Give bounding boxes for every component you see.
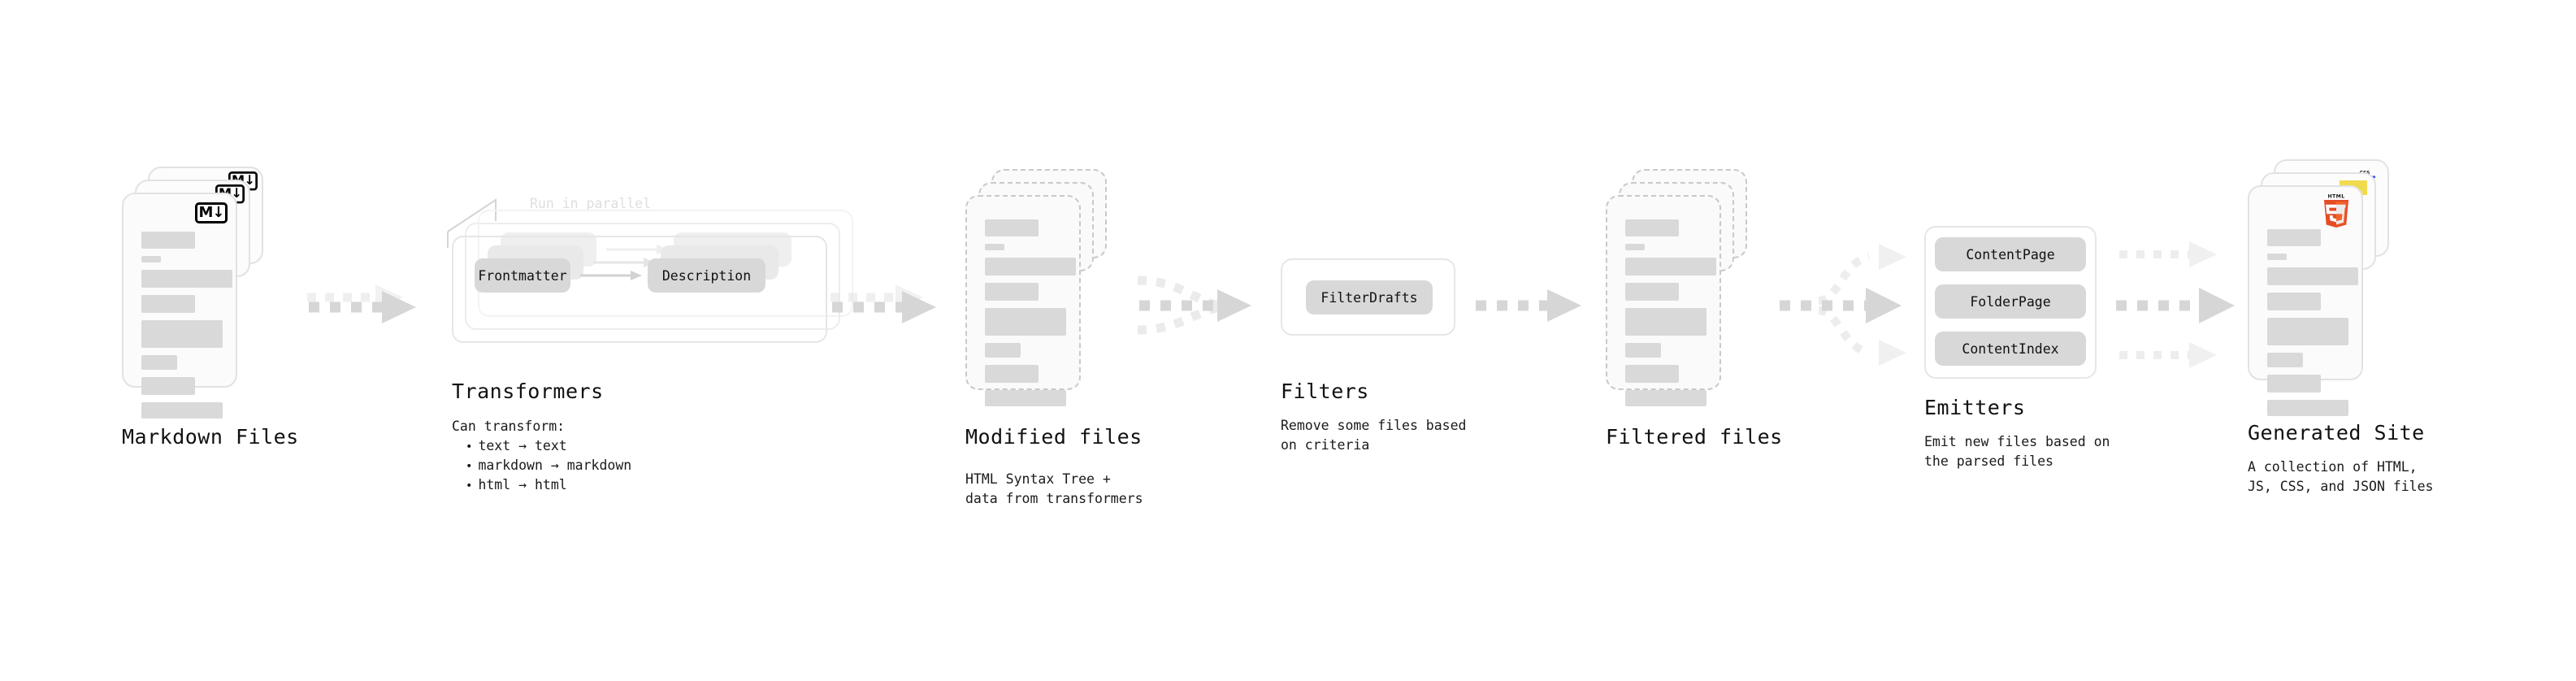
generated-site-description-line-0: A collection of HTML, [2248, 459, 2418, 475]
filtered-file-content-lines [1625, 219, 1716, 414]
markdown-file-content-lines [141, 232, 232, 426]
emitters-description: Emit new files based on the parsed files [1924, 432, 2110, 471]
transformers-description-intro: Can transform: [452, 419, 566, 434]
markdown-files-title: Markdown Files [122, 425, 299, 449]
emitter-pill-folderpage[interactable]: FolderPage [1935, 284, 2086, 319]
filtered-file-sheet-front [1606, 195, 1721, 406]
run-in-parallel-label: Run in parallel [530, 196, 652, 211]
filters-title: Filters [1281, 380, 1369, 403]
filters-description: Remove some files based on criteria [1281, 416, 1466, 455]
transformers-title: Transformers [452, 380, 604, 403]
transformer-arrow-front [580, 271, 642, 280]
generated-site-description: A collection of HTML, JS, CSS, and JSON … [2248, 458, 2433, 497]
filters-description-line-0: Remove some files based [1281, 418, 1467, 433]
markdown-badge-front: M↓ [195, 202, 228, 223]
transformers-bullet-0: text → text [466, 436, 631, 456]
transformers-bullet-list: text → text markdown → markdown html → h… [452, 436, 631, 495]
emitters-title: Emitters [1924, 396, 2026, 419]
modified-files-description: HTML Syntax Tree + data from transformer… [965, 470, 1143, 509]
modified-files-description-line-1: data from transformers [965, 490, 1143, 506]
transformer-pill-description[interactable]: Description [648, 258, 765, 293]
svg-text:HTML: HTML [2327, 194, 2344, 200]
transformer-box-front [452, 236, 827, 343]
emitter-pill-contentindex[interactable]: ContentIndex [1935, 332, 2086, 366]
transformer-pill-frontmatter[interactable]: Frontmatter [475, 258, 570, 293]
emitters-description-line-1: the parsed files [1924, 453, 2053, 469]
emitters-description-line-0: Emit new files based on [1924, 434, 2110, 449]
modified-files-description-line-0: HTML Syntax Tree + [965, 471, 1111, 487]
modified-files-title: Modified files [965, 425, 1143, 449]
transformers-bullet-2: html → html [466, 475, 631, 495]
transformers-bullet-1: markdown → markdown [466, 456, 631, 475]
modified-file-content-lines [985, 219, 1076, 414]
generated-site-description-line-1: JS, CSS, and JSON files [2248, 478, 2434, 494]
transformers-description: Can transform: text → text markdown → ma… [452, 417, 631, 495]
filters-box [1281, 258, 1455, 336]
transformer-box-mid [465, 223, 840, 330]
filters-description-line-1: on criteria [1281, 436, 1370, 453]
emitters-box [1924, 226, 2097, 379]
filtered-files-title: Filtered files [1606, 425, 1783, 449]
generated-site-sheet-html: HTML [2248, 185, 2363, 416]
modified-file-sheet-front [965, 195, 1081, 406]
generated-site-content-lines [2267, 229, 2358, 423]
generated-site-title: Generated Site [2248, 421, 2425, 445]
markdown-file-sheet-front: M↓ [122, 193, 237, 419]
emitter-pill-contentpage[interactable]: ContentPage [1935, 237, 2086, 271]
filter-pill-filterdrafts[interactable]: FilterDrafts [1306, 280, 1433, 314]
html5-icon: HTML [2324, 194, 2348, 228]
